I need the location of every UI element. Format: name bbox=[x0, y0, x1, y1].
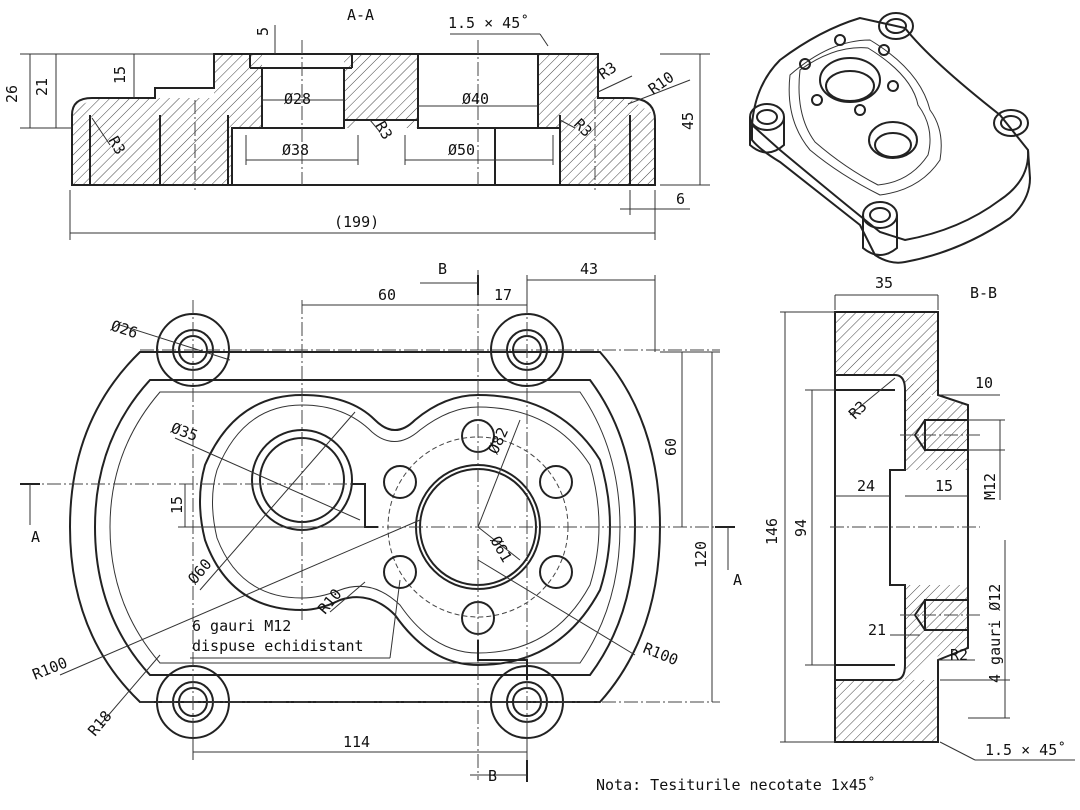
thread-m12-label: M12 bbox=[981, 473, 999, 500]
dim-17: 17 bbox=[494, 286, 512, 304]
section-bb-hatch-right-low bbox=[905, 585, 968, 680]
dim-diameter-28: Ø28 bbox=[284, 90, 311, 108]
dim-94: 94 bbox=[792, 519, 810, 537]
section-aa-title: A-A bbox=[347, 6, 374, 24]
dim-diameter-38: Ø38 bbox=[282, 141, 309, 159]
dim-diameter-50: Ø50 bbox=[448, 141, 475, 159]
dim-r10: R10 bbox=[645, 68, 678, 98]
dim-15-bb: 15 bbox=[935, 477, 953, 495]
dim-15-plan: 15 bbox=[168, 496, 186, 514]
section-bb-view: B-B 35 10 R3 146 94 24 15 M12 4 gauri Ø1… bbox=[763, 274, 1075, 761]
dim-6: 6 bbox=[676, 190, 685, 208]
cut-b-bottom-label: B bbox=[488, 767, 497, 785]
holes-note-line2: dispuse echidistant bbox=[192, 637, 364, 655]
cut-a-right-label: A bbox=[733, 571, 742, 589]
dim-146: 146 bbox=[763, 518, 781, 545]
dim-r3-mid: R3 bbox=[372, 118, 397, 143]
chamfer-label-bb: 1.5 × 45˚ bbox=[985, 741, 1066, 759]
section-bb-hatch-right bbox=[905, 375, 968, 470]
plan-boss-outline bbox=[199, 393, 611, 667]
dim-diameter-35: Ø35 bbox=[169, 419, 201, 445]
section-bb-hatch-top bbox=[835, 312, 938, 395]
dim-114: 114 bbox=[343, 733, 370, 751]
holes-12-label: 4 gauri Ø12 bbox=[986, 584, 1004, 683]
dim-120: 120 bbox=[692, 541, 710, 568]
dim-26: 26 bbox=[3, 85, 21, 103]
chamfer-label-aa: 1.5 × 45˚ bbox=[448, 14, 529, 32]
dim-r100-left: R100 bbox=[30, 653, 70, 683]
dim-60-top: 60 bbox=[378, 286, 396, 304]
section-bb-title: B-B bbox=[970, 284, 997, 302]
dim-60-right: 60 bbox=[662, 438, 680, 456]
section-bb-hatch-bottom bbox=[835, 680, 938, 742]
cut-b-top-label: B bbox=[438, 260, 447, 278]
cut-a-left-label: A bbox=[31, 528, 40, 546]
dim-10-bb: 10 bbox=[975, 374, 993, 392]
dim-24-bb: 24 bbox=[857, 477, 875, 495]
dim-35-bb: 35 bbox=[875, 274, 893, 292]
section-aa-hatch-mid bbox=[344, 54, 418, 128]
section-aa-hatch-left bbox=[72, 54, 262, 185]
section-bb-outline bbox=[834, 311, 969, 743]
dim-diameter-26: Ø26 bbox=[109, 317, 140, 342]
dim-199: (199) bbox=[334, 213, 379, 231]
dim-r2-bb: R2 bbox=[950, 646, 968, 664]
dim-21: 21 bbox=[33, 78, 51, 96]
dim-diameter-61: Ø61 bbox=[487, 533, 516, 565]
dim-21-bb: 21 bbox=[868, 621, 886, 639]
dim-15: 15 bbox=[111, 66, 129, 84]
iso-body-top bbox=[750, 16, 1030, 242]
holes-note-line1: 6 gauri M12 bbox=[192, 617, 291, 635]
dim-diameter-60-diag: Ø60 bbox=[184, 555, 215, 587]
section-aa-view: A-A 5 1.5 × 45˚ 26 21 15 Ø28 Ø40 R3 R10 … bbox=[3, 6, 710, 240]
dim-45: 45 bbox=[679, 112, 697, 130]
dim-5: 5 bbox=[254, 27, 272, 36]
isometric-view bbox=[749, 12, 1032, 264]
dim-diameter-40: Ø40 bbox=[462, 90, 489, 108]
plan-view: B B A A 60 17 43 Ø26 Ø35 Ø82 60 15 Ø61 Ø… bbox=[20, 260, 742, 785]
dim-r100-right: R100 bbox=[641, 639, 681, 669]
footer-note: Nota: Tesiturile necotate 1x45˚ bbox=[596, 776, 876, 794]
dim-43: 43 bbox=[580, 260, 598, 278]
section-aa-hatch-right bbox=[538, 54, 655, 185]
